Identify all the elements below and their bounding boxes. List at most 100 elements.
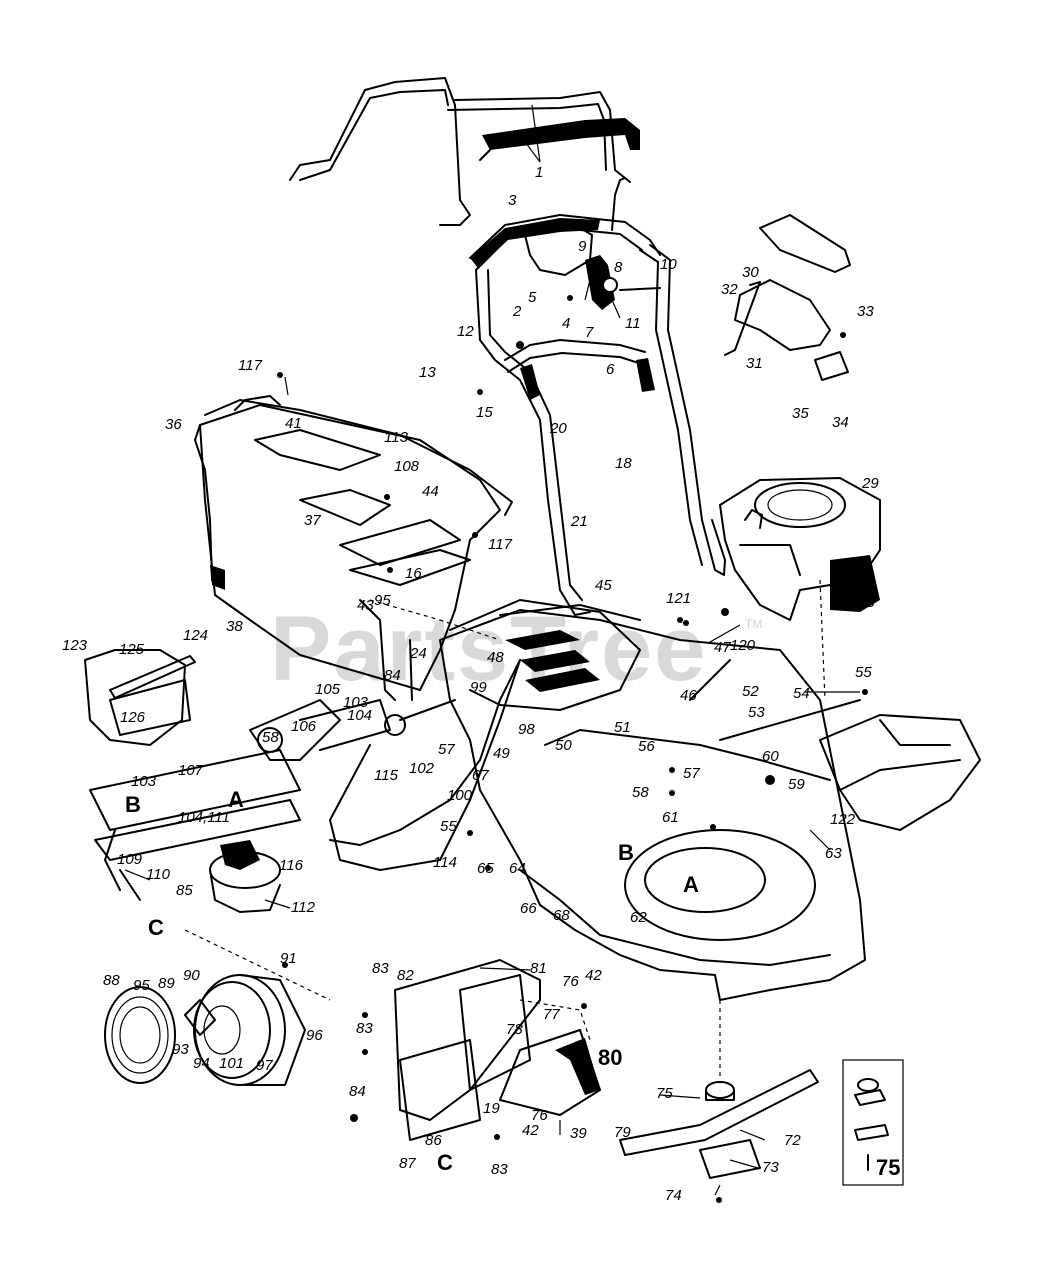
callout-7: 7 — [585, 324, 594, 341]
callout-125: 125 — [119, 641, 145, 658]
callout-29: 29 — [861, 475, 879, 492]
callout-97: 97 — [256, 1057, 273, 1074]
callout-108: 108 — [394, 458, 420, 475]
rear-door-parts[interactable] — [724, 214, 851, 381]
callout-32: 32 — [721, 281, 738, 298]
callout-112: 112 — [291, 899, 316, 916]
callout-124: 124 — [183, 627, 208, 644]
callout-31: 31 — [746, 355, 763, 372]
callout-15: 15 — [476, 404, 493, 421]
callout-42b: 42 — [522, 1122, 539, 1139]
callout-110: 110 — [146, 866, 171, 883]
wheel-assembly[interactable] — [104, 929, 331, 1086]
guide-line-b — [819, 579, 826, 701]
callout-30: 30 — [742, 264, 759, 281]
ref-letter-a-deck: A — [683, 872, 699, 897]
callout-114: 114 — [433, 854, 457, 871]
callout-28: 28 — [857, 594, 875, 611]
callout-103a: 103 — [131, 773, 157, 790]
callout-120: 120 — [730, 637, 756, 654]
callout-35: 35 — [792, 405, 809, 422]
callout-44: 44 — [422, 483, 439, 500]
callout-19: 19 — [483, 1100, 500, 1117]
callout-55b: 55 — [440, 818, 457, 835]
callout-76b: 76 — [531, 1107, 548, 1124]
watermark-trademark: TM — [745, 617, 762, 631]
callout-65: 65 — [477, 860, 494, 877]
callout-37: 37 — [304, 512, 321, 529]
callout-61: 61 — [662, 809, 679, 826]
callout-117b: 117 — [488, 536, 513, 553]
callout-122: 122 — [830, 811, 856, 828]
blade-adapter-inset — [842, 1059, 904, 1186]
callout-13: 13 — [419, 364, 436, 381]
control-bracket[interactable] — [524, 177, 661, 310]
callout-41: 41 — [285, 415, 302, 432]
callout-16: 16 — [405, 565, 422, 582]
callout-47: 47 — [714, 639, 731, 656]
mower-deck[interactable] — [439, 599, 866, 1001]
callout-11: 11 — [625, 315, 641, 332]
callout-126: 126 — [120, 709, 146, 726]
callout-48: 48 — [487, 649, 504, 666]
callout-83b: 83 — [356, 1020, 373, 1037]
callout-99: 99 — [470, 679, 487, 696]
callout-labels: 1 2 3 4 5 6 7 8 9 10 11 12 13 15 16 18 1… — [62, 164, 900, 1204]
reference-letters: A A B B C C — [125, 787, 699, 1175]
mulch-plug[interactable] — [84, 649, 196, 746]
callout-107: 107 — [178, 762, 204, 779]
callout-9: 9 — [578, 238, 587, 255]
callout-24: 24 — [409, 645, 427, 662]
callout-66: 66 — [520, 900, 537, 917]
callout-101: 101 — [219, 1055, 244, 1072]
callout-3: 3 — [508, 192, 517, 209]
callout-80: 80 — [598, 1045, 622, 1070]
upper-handle[interactable] — [289, 77, 640, 226]
callout-82: 82 — [397, 967, 414, 984]
callout-12: 12 — [457, 323, 474, 340]
callout-60: 60 — [762, 748, 779, 765]
callout-75a: 75 — [656, 1085, 673, 1102]
callout-84b: 84 — [384, 667, 401, 684]
blade-assembly[interactable] — [619, 1000, 819, 1179]
callout-78: 78 — [506, 1021, 523, 1038]
grass-bag[interactable] — [194, 395, 513, 701]
callout-116: 116 — [279, 857, 304, 874]
callout-105: 105 — [315, 681, 341, 698]
side-discharge-chute[interactable] — [819, 714, 981, 831]
callout-115: 115 — [374, 767, 399, 784]
callout-51: 51 — [614, 719, 631, 736]
callout-84a: 84 — [349, 1083, 366, 1100]
callout-117a: 117 — [238, 357, 263, 374]
lower-handle[interactable] — [469, 214, 726, 616]
callout-87: 87 — [399, 1155, 416, 1172]
callout-102: 102 — [409, 760, 435, 777]
callout-64: 64 — [509, 860, 526, 877]
ref-letter-b-axle: B — [125, 792, 141, 817]
callout-67: 67 — [472, 767, 489, 784]
callout-81: 81 — [530, 960, 547, 977]
ref-letter-a-axle: A — [228, 787, 244, 812]
callout-123: 123 — [62, 637, 88, 654]
callout-59: 59 — [788, 776, 805, 793]
callout-43: 43 — [357, 597, 374, 614]
callout-57a: 57 — [438, 741, 455, 758]
drive-cable — [689, 659, 731, 701]
callout-104: 104 — [347, 707, 372, 724]
callout-94: 94 — [193, 1055, 210, 1072]
rear-axle-assembly[interactable] — [89, 659, 521, 913]
callout-79: 79 — [614, 1124, 631, 1141]
callout-106: 106 — [291, 718, 317, 735]
callout-50: 50 — [555, 737, 572, 754]
callout-57b: 57 — [683, 765, 700, 782]
callout-85: 85 — [176, 882, 193, 899]
callout-100: 100 — [447, 787, 473, 804]
callout-68: 68 — [553, 907, 570, 924]
engine[interactable] — [719, 477, 881, 621]
callout-6: 6 — [606, 361, 615, 378]
callout-56: 56 — [638, 738, 655, 755]
callout-1: 1 — [535, 164, 543, 181]
callout-21: 21 — [570, 513, 588, 530]
callout-76a: 76 — [562, 973, 579, 990]
baffle-assembly[interactable] — [394, 959, 601, 1141]
